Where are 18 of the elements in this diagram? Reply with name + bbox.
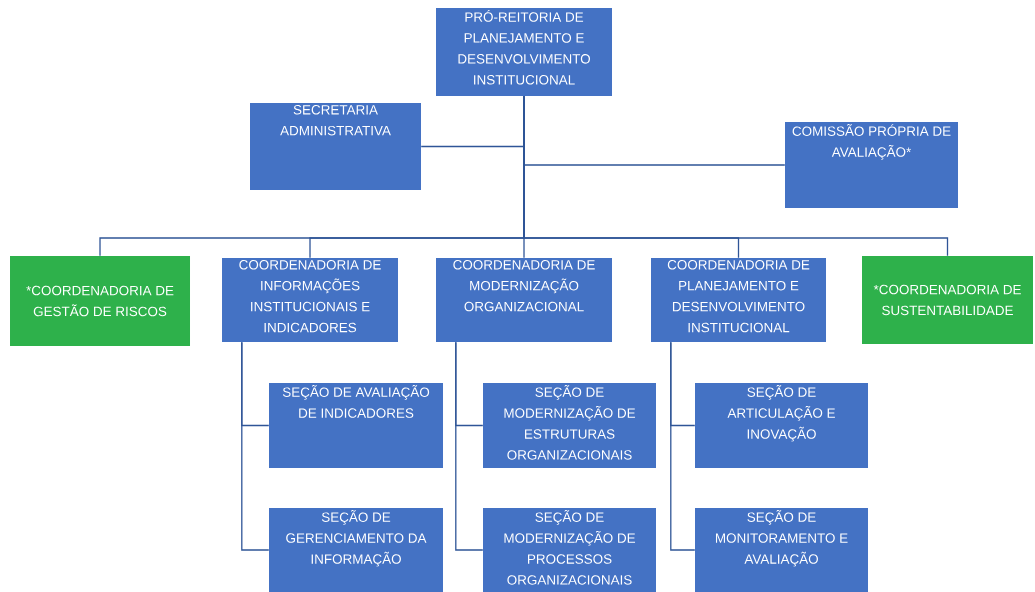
org-box: COORDENADORIA DE INFORMAÇÕES INSTITUCIONAIS E INDICADORES: [222, 258, 398, 342]
connector-line: [455, 341, 484, 551]
org-box: *COORDENADORIA DE GESTÃO DE RISCOS: [10, 256, 190, 346]
connector-line: [241, 341, 270, 551]
org-box: COORDENADORIA DE MODERNIZAÇÃO ORGANIZACIONAL: [436, 258, 612, 342]
org-box: *COORDENADORIA DE SUSTENTABILIDADE: [862, 256, 1033, 344]
org-box: SEÇÃO DE MODERNIZAÇÃO DE ESTRUTURAS ORGANIZACIONAIS: [483, 383, 656, 468]
connector-line: [670, 341, 696, 551]
org-box: COORDENADORIA DE PLANEJAMENTO E DESENVOLVIMENTO INSTITUCIONAL: [651, 258, 826, 342]
org-box: SEÇÃO DE MODERNIZAÇÃO DE PROCESSOS ORGANIZACIONAIS: [483, 508, 656, 592]
org-box: COMISSÃO PRÓPRIA DE AVALIAÇÃO*: [785, 122, 958, 208]
org-box: SEÇÃO DE MONITORAMENTO E AVALIAÇÃO: [695, 508, 868, 592]
org-box: SEÇÃO DE ARTICULAÇÃO E INOVAÇÃO: [695, 383, 868, 468]
org-box: SEÇÃO DE AVALIAÇÃO DE INDICADORES: [269, 383, 443, 468]
connector-line: [523, 95, 949, 257]
org-box: SEÇÃO DE GERENCIAMENTO DA INFORMAÇÃO: [269, 508, 443, 592]
org-box: SECRETARIA ADMINISTRATIVA: [250, 103, 421, 190]
org-box: PRÓ-REITORIA DE PLANEJAMENTO E DESENVOLVIMENTO INSTITUCIONAL: [436, 8, 612, 96]
